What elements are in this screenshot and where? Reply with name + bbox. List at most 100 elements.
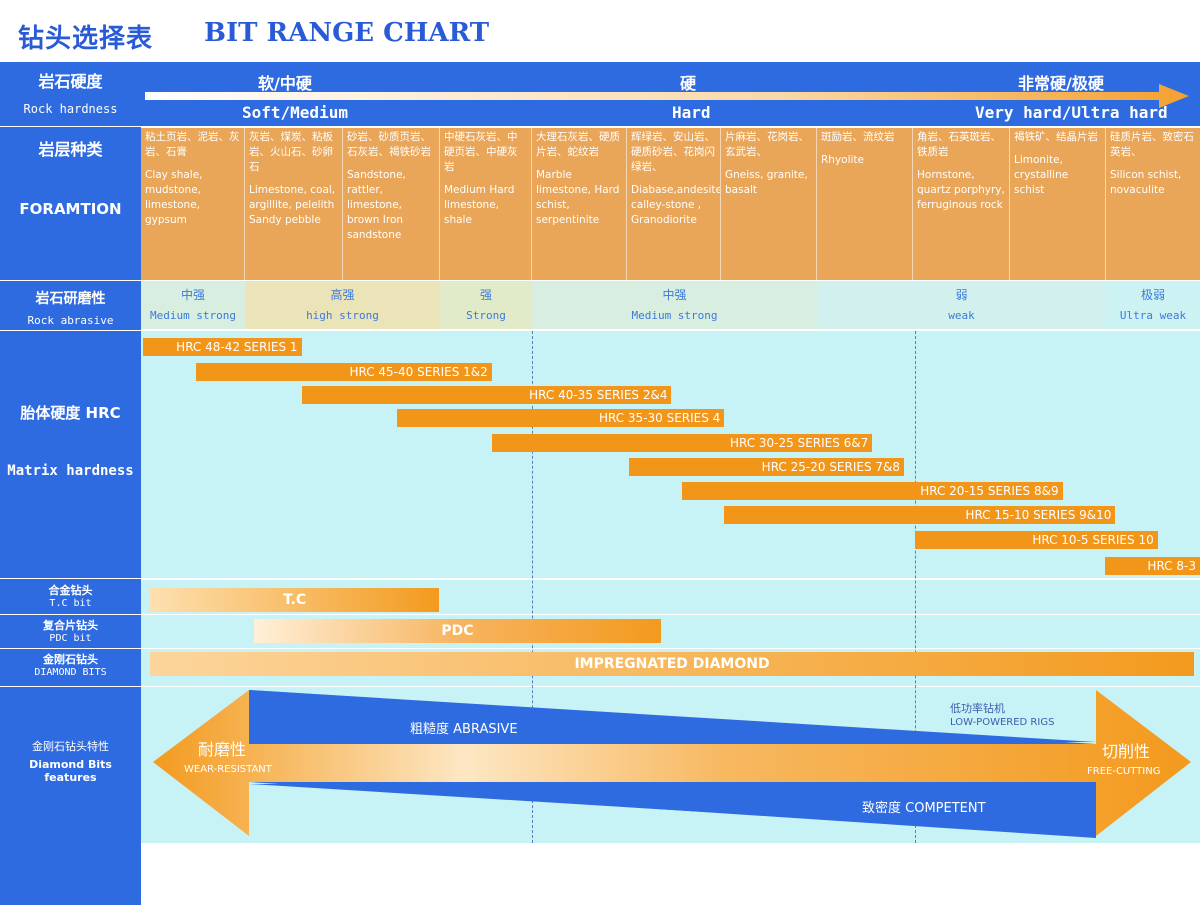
abrasive-cell: 极弱 Ultra weak	[1106, 281, 1200, 329]
hrc-bar: HRC 10-5 SERIES 10	[914, 531, 1158, 549]
title-en: BIT RANGE CHART	[204, 18, 490, 48]
features-arrow	[153, 690, 1191, 836]
abrasive-cn-text: 强	[479, 288, 492, 302]
competent-text: 致密度 COMPETENT	[862, 801, 986, 816]
hard-cn: 硬	[680, 74, 697, 93]
abrasive-cn-text: 极弱	[1140, 288, 1165, 302]
formation-cn: 岩层种类	[38, 140, 103, 159]
features-cn: 金刚石钻头特性	[32, 740, 109, 753]
tc-cn: 合金钻头	[48, 584, 93, 597]
hard-en: Hard	[672, 103, 711, 122]
formation-cn-text: 辉绿岩、安山岩、硬质砂岩、花岗闪绿岩、	[631, 131, 715, 173]
diamond-en: DIAMOND BITS	[34, 667, 107, 678]
hrc-bar: HRC 20-15 SERIES 8&9	[682, 482, 1063, 500]
abrasive-cn: 岩石研磨性	[35, 291, 106, 307]
formation-cn-text: 片麻岩、花岗岩、玄武岩、	[725, 131, 809, 158]
hardness-cn: 岩石硬度	[38, 72, 103, 91]
abrasive-cell: 强 Strong	[440, 281, 532, 329]
abrasive-en-text: Strong	[466, 309, 506, 322]
hrc-bar: HRC 25-20 SERIES 7&8	[629, 458, 905, 476]
formation-cn-text: 中硬石灰岩、中硬页岩、中硬灰岩	[444, 131, 518, 173]
left-column	[0, 62, 141, 905]
divider	[0, 578, 141, 579]
divider	[0, 614, 141, 615]
hrc-bar: HRC 48-42 SERIES 1	[143, 338, 302, 356]
formation-cell: 砂岩、砂质页岩、石灰岩、褐铁砂岩 Sandstone, rattler, lime…	[343, 128, 440, 280]
bit-type-bar: PDC	[253, 619, 661, 643]
formation-cn-text: 大理石灰岩、硬质片岩、蛇纹岩	[536, 131, 620, 158]
formation-en-text: Marble limestone, Hard schist, serpentin…	[536, 169, 620, 226]
divider	[0, 280, 141, 281]
abrasive-en-text: Ultra weak	[1119, 309, 1187, 322]
abrasive-en-text: Medium strong	[149, 309, 237, 322]
hardness-label: 岩石硬度 Rock hardness	[0, 68, 141, 116]
rigs-en: LOW-POWERED RIGS	[950, 717, 1055, 728]
formation-cell: 硅质片岩、致密石英岩、 Silicon schist, novaculite	[1106, 128, 1200, 280]
abrasive-cn-text: 中强	[180, 288, 205, 302]
formation-en-text: Limonite, crystalline schist	[1014, 154, 1069, 196]
formation-cn-text: 硅质片岩、致密石英岩、	[1110, 131, 1194, 158]
diamond-cn: 金刚石钻头	[43, 653, 98, 666]
vhard-cn: 非常硬/极硬	[1018, 74, 1104, 93]
formation-en-text: Limestone, coal, argillite, pelelith San…	[249, 184, 336, 226]
features-en2: features	[44, 771, 97, 784]
formation-cell: 片麻岩、花岗岩、玄武岩、 Gneiss, granite, basalt	[721, 128, 817, 280]
formation-cn-text: 角岩、石英斑岩、铁质岩	[917, 131, 1001, 158]
vhard-en: Very hard/Ultra hard	[975, 103, 1168, 122]
abrasive-cell: 中强 Medium strong	[141, 281, 245, 329]
formation-en-text: Gneiss, granite, basalt	[725, 169, 808, 196]
formation-cell: 辉绿岩、安山岩、硬质砂岩、花岗闪绿岩、 Diabase,andesite, cal…	[627, 128, 721, 280]
diamond-label: 金刚石钻头 DIAMOND BITS	[0, 651, 141, 678]
bit-type-bar: IMPREGNATED DIAMOND	[150, 652, 1194, 676]
tc-label: 合金钻头 T.C bit	[0, 582, 141, 609]
divider	[141, 648, 1200, 649]
hrc-bar: HRC 8-3	[1104, 557, 1200, 575]
formation-en-text: Sandstone, rattler, limestone, brown Iro…	[347, 169, 406, 241]
range-divider-line	[532, 331, 533, 843]
formation-cn-text: 斑励岩、流纹岩	[821, 131, 895, 143]
features-en1: Diamond Bits	[29, 758, 112, 771]
bit-type-bar: T.C	[150, 588, 439, 612]
soft-en: Soft/Medium	[242, 103, 348, 122]
matrix-en: Matrix hardness	[7, 463, 134, 479]
formation-cell: 粘土页岩、泥岩、灰岩、石膏 Clay shale, mudstone, limes…	[141, 128, 245, 280]
formation-en-text: Silicon schist, novaculite	[1110, 169, 1182, 196]
rigs-cn: 低功率钻机	[950, 702, 1005, 715]
abrasive-en: Rock abrasive	[27, 314, 114, 327]
formation-en-text: Hornstone, quartz porphyry, ferruginous …	[917, 169, 1005, 211]
pdc-en: PDC bit	[49, 633, 92, 644]
formation-cn-text: 砂岩、砂质页岩、石灰岩、褐铁砂岩	[347, 131, 431, 158]
range-divider-line	[915, 331, 916, 843]
abrasive-cn-text: 高强	[330, 288, 355, 302]
divider	[141, 686, 1200, 687]
formation-en-text: Diabase,andesite, calley-stone , Granodi…	[631, 184, 721, 226]
abrasive-cell: 高强 high strong	[245, 281, 440, 329]
hardness-arrow	[145, 84, 1189, 108]
formation-cell: 大理石灰岩、硬质片岩、蛇纹岩 Marble limestone, Hard sch…	[532, 128, 627, 280]
formation-en-text: Clay shale, mudstone, limestone, gypsum	[145, 169, 203, 226]
wear-cn: 耐磨性	[198, 740, 247, 759]
soft-cn: 软/中硬	[258, 74, 312, 93]
divider	[0, 126, 141, 127]
features-label: 金刚石钻头特性 Diamond Bits features	[0, 738, 141, 784]
abrasive-cn-text: 弱	[955, 288, 968, 302]
features-diagram	[153, 690, 1191, 838]
abrasive-en-text: high strong	[306, 309, 379, 322]
hardness-en: Rock hardness	[23, 102, 118, 116]
abrasive-label: 岩石研磨性 Rock abrasive	[0, 288, 141, 327]
formation-cn-text: 粘土页岩、泥岩、灰岩、石膏	[145, 131, 240, 158]
formation-en: FORAMTION	[19, 200, 122, 218]
formation-cell: 褐铁矿、结晶片岩 Limonite, crystalline schist	[1010, 128, 1106, 280]
hrc-bar: HRC 15-10 SERIES 9&10	[724, 506, 1116, 524]
abrasive-cn-text: 中强	[662, 288, 687, 302]
hrc-bar: HRC 30-25 SERIES 6&7	[491, 434, 873, 452]
hrc-bar: HRC 45-40 SERIES 1&2	[195, 363, 492, 381]
divider	[0, 330, 141, 331]
wear-en: WEAR-RESISTANT	[184, 764, 272, 775]
cut-cn: 切削性	[1102, 742, 1151, 761]
formation-cn-text: 褐铁矿、结晶片岩	[1014, 131, 1098, 143]
